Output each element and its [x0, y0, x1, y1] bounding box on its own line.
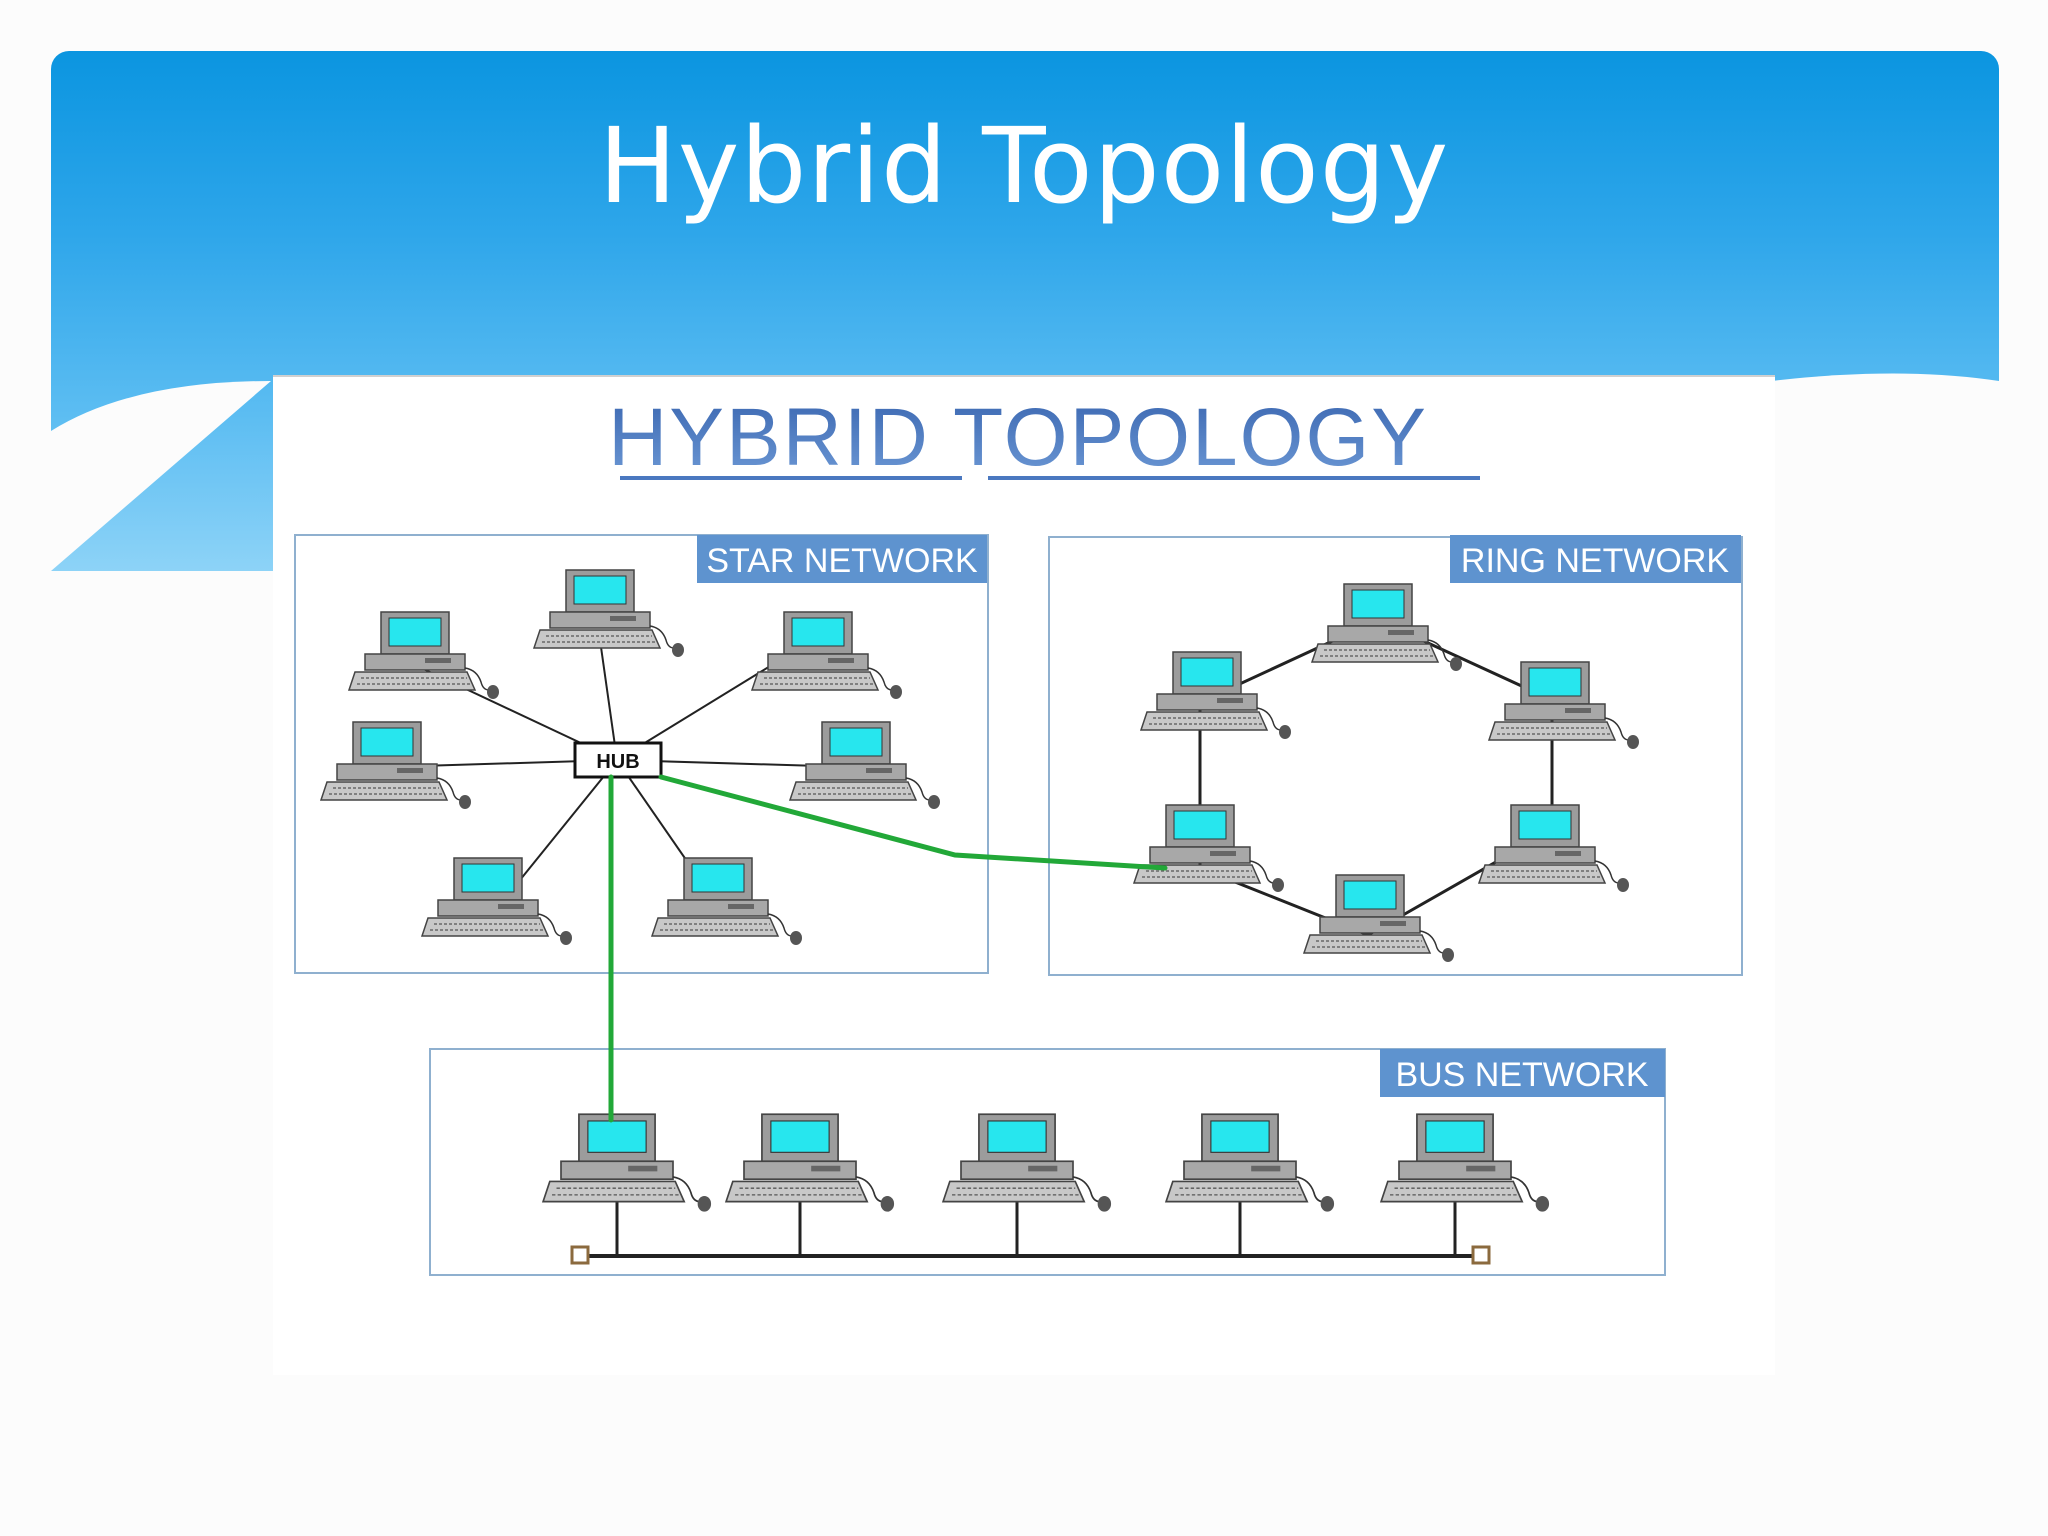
- bus-network-label: BUS NETWORK: [1395, 1056, 1648, 1094]
- bus-network: BUS NETWORK: [429, 1048, 1666, 1276]
- ring-network-label-bg: [1450, 535, 1741, 583]
- hub-to-ring-link: [658, 774, 1168, 871]
- slide-title: Hybrid Topology: [598, 105, 1450, 227]
- star-network: STAR NETWORK HUB: [294, 534, 989, 974]
- star-network-label: STAR NETWORK: [706, 542, 978, 580]
- bus-network-label-bg: [1380, 1049, 1665, 1097]
- hub-label: HUB: [596, 751, 639, 773]
- bus-terminator-left: [570, 1245, 590, 1265]
- header-wave-decoration: [51, 373, 1999, 571]
- ring-network: RING NETWORK: [1048, 535, 1743, 976]
- bus-terminator-right: [1471, 1245, 1491, 1265]
- diagram-heading: HYBRID TOPOLOGY: [608, 392, 1428, 483]
- hub-box: [573, 741, 663, 779]
- hybrid-links: [608, 774, 1168, 1123]
- ring-network-label: RING NETWORK: [1461, 542, 1730, 580]
- star-network-label-bg: [697, 535, 987, 583]
